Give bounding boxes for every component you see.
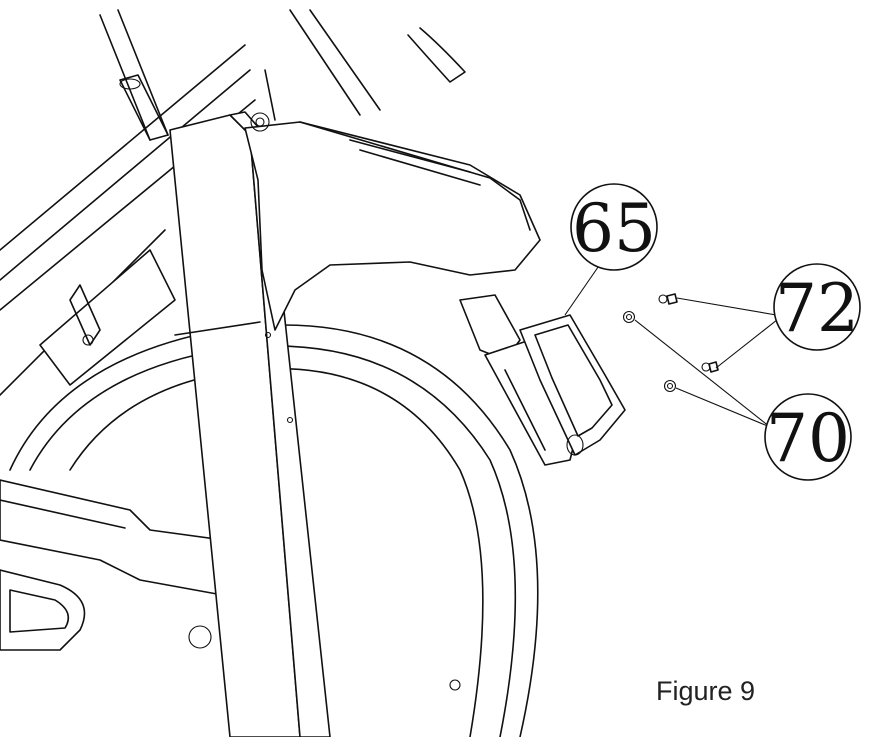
frame-bracket bbox=[39, 249, 176, 386]
frame-tubes bbox=[0, 9, 466, 396]
callout-65: 65 bbox=[570, 183, 658, 271]
flywheel bbox=[9, 324, 539, 737]
callout-70: 70 bbox=[764, 393, 852, 481]
callout-72: 72 bbox=[773, 263, 861, 351]
lower-frame bbox=[0, 479, 261, 651]
figure-caption: Figure 9 bbox=[656, 676, 756, 706]
fasteners bbox=[622, 293, 719, 393]
handlebar-support bbox=[244, 112, 541, 331]
part-65-bracket bbox=[459, 294, 626, 466]
callout-65-label: 65 bbox=[572, 190, 656, 267]
callout-72-label: 72 bbox=[775, 270, 859, 347]
callout-70-label: 70 bbox=[766, 400, 850, 477]
